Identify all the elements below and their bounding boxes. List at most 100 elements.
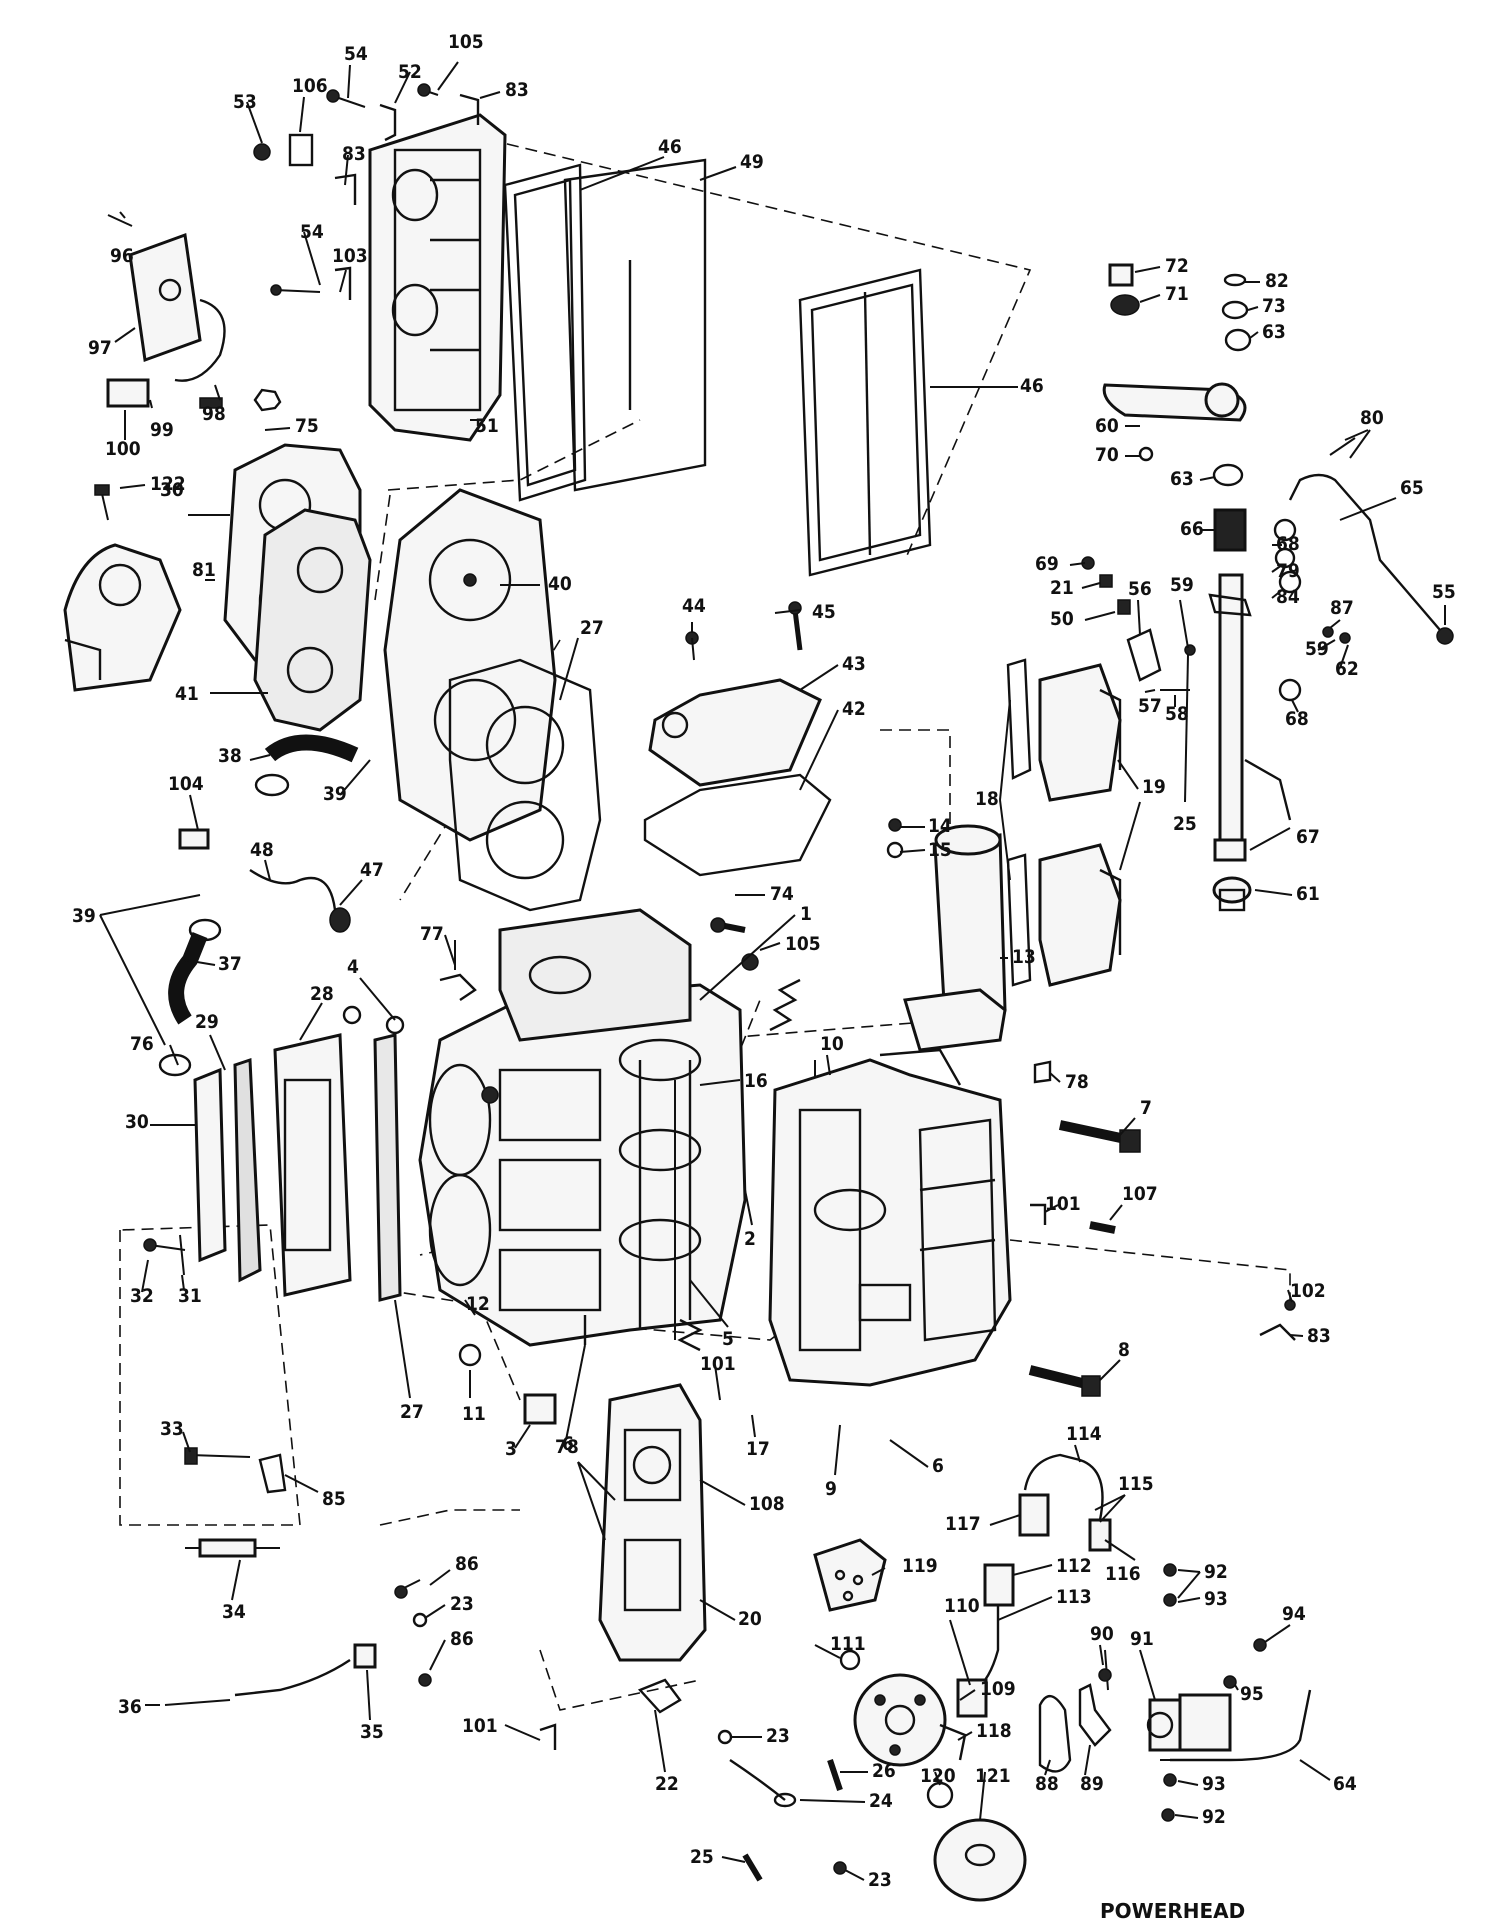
callout-number: 87	[1330, 597, 1354, 619]
callout-number: 34	[222, 1601, 246, 1623]
callout-number: 4	[347, 956, 359, 978]
callout-number: 55	[1432, 581, 1456, 603]
callout-number: 75	[295, 415, 319, 437]
callout-number: 49	[740, 151, 764, 173]
cylinder-block-head	[383, 488, 557, 842]
callout-number: 54	[300, 221, 324, 243]
head-gasket-27	[448, 658, 602, 912]
callout-number: 35	[360, 1721, 384, 1743]
callout-number: 71	[1165, 283, 1189, 305]
callout-number: 85	[322, 1488, 346, 1510]
sensor-104-lead-48	[178, 828, 351, 933]
cylinder-head-cover	[368, 113, 507, 442]
head-gasket-right	[798, 268, 932, 577]
callout-number: 43	[842, 653, 866, 675]
callout-number: 2	[744, 1228, 756, 1250]
callout-number: 72	[1165, 255, 1189, 277]
callout-number: 98	[202, 403, 226, 425]
callout-number: 7	[1140, 1097, 1152, 1119]
exhaust-cover-assembly	[223, 388, 372, 732]
callout-number: 100	[105, 438, 141, 460]
callout-number: 109	[980, 1678, 1016, 1700]
callout-number: 67	[1296, 826, 1320, 848]
callout-number: 50	[1050, 608, 1074, 630]
callout-number: 90	[1090, 1623, 1114, 1645]
callout-number: 93	[1204, 1588, 1228, 1610]
callout-number: 68	[1276, 533, 1300, 555]
callout-number: 46	[658, 136, 682, 158]
throttle-link-rod	[1288, 437, 1454, 645]
callout-number: 115	[1118, 1473, 1154, 1495]
callout-number: 5	[722, 1328, 734, 1350]
sensor-harness	[956, 1453, 1112, 1718]
callout-number: 89	[1080, 1773, 1104, 1795]
callout-number: 119	[902, 1555, 938, 1577]
ignition-coil	[106, 214, 226, 409]
callout-number: 39	[323, 783, 347, 805]
callout-number: 113	[1056, 1586, 1092, 1608]
callout-number: 59	[1305, 638, 1329, 660]
callout-number: 116	[1105, 1563, 1141, 1585]
callout-number: 10	[820, 1033, 844, 1055]
callout-number: 51	[475, 415, 499, 437]
callout-number: 23	[766, 1725, 790, 1747]
crankcase-bolts	[1028, 1060, 1296, 1397]
callout-number: 19	[1142, 776, 1166, 798]
callout-number: 83	[1307, 1325, 1331, 1347]
callout-number: 31	[178, 1285, 202, 1307]
callout-number: 108	[749, 1493, 785, 1515]
callout-number: 23	[868, 1869, 892, 1891]
callout-number: 57	[1138, 695, 1162, 717]
callout-number: 104	[168, 773, 204, 795]
callout-number: 36	[118, 1696, 142, 1718]
callout-number: 23	[450, 1593, 474, 1615]
callout-number: 106	[292, 75, 328, 97]
callout-number: 30	[160, 479, 184, 501]
callout-number: 28	[310, 983, 334, 1005]
callout-number: 81	[192, 559, 216, 581]
callout-number: 45	[812, 601, 836, 623]
reed-valve-assembly	[1006, 658, 1122, 987]
callout-number: 102	[1290, 1280, 1326, 1302]
callout-number: 80	[1360, 407, 1384, 429]
callout-number: 38	[218, 745, 242, 767]
callout-number: 82	[1265, 270, 1289, 292]
callout-number: 94	[1282, 1603, 1306, 1625]
callout-number: 101	[1045, 1193, 1081, 1215]
callout-number: 79	[1276, 560, 1300, 582]
callout-number: 25	[690, 1846, 714, 1868]
top-fasteners	[253, 83, 480, 300]
callout-number: 41	[175, 683, 199, 705]
head-cover-gaskets	[503, 158, 707, 502]
callout-number: 86	[455, 1553, 479, 1575]
callout-number: 26	[872, 1760, 896, 1782]
callout-number: 120	[920, 1765, 956, 1787]
callout-number: 68	[1285, 708, 1309, 730]
bypass-cover	[598, 1383, 707, 1662]
callout-number: 86	[450, 1628, 474, 1650]
callout-number: 20	[738, 1608, 762, 1630]
callout-number: 18	[975, 788, 999, 810]
callout-number: 6	[932, 1455, 944, 1477]
callout-number: 11	[462, 1403, 486, 1425]
callout-number: 83	[342, 143, 366, 165]
callout-number: 111	[830, 1633, 866, 1655]
callout-number: 76	[130, 1033, 154, 1055]
callout-number: 32	[130, 1285, 154, 1307]
callout-number: 16	[744, 1070, 768, 1092]
crankcase-block	[418, 908, 747, 1425]
starter-motor	[886, 818, 1007, 1052]
callout-number: 54	[344, 43, 368, 65]
callout-number: 8	[1118, 1339, 1130, 1361]
callout-number: 117	[945, 1513, 981, 1535]
callout-number: 78	[1065, 1071, 1089, 1093]
callout-number: 6	[562, 1433, 574, 1455]
callout-number: 46	[1020, 375, 1044, 397]
callout-number: 17	[746, 1438, 770, 1460]
callout-number: 52	[398, 61, 422, 83]
callout-number: 48	[250, 839, 274, 861]
callout-number: 64	[1333, 1773, 1357, 1795]
starter-solenoid	[1038, 1649, 1232, 1773]
callout-number: 27	[400, 1401, 424, 1423]
callout-number: 21	[1050, 577, 1074, 599]
